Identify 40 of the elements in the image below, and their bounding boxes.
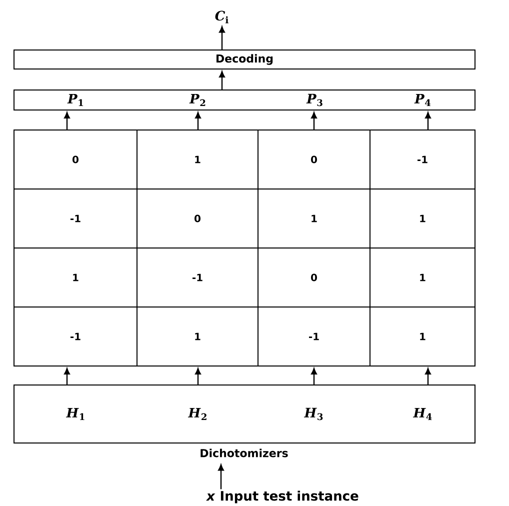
matrix-cell: 0 bbox=[14, 130, 138, 190]
matrix-cell: 1 bbox=[136, 130, 258, 190]
arrow bbox=[64, 368, 70, 384]
matrix-cell: -1 bbox=[258, 306, 370, 366]
output-box bbox=[14, 90, 476, 110]
arrow bbox=[195, 368, 201, 384]
input-label: x Input test instance bbox=[206, 490, 358, 504]
variable-label: H$_{3}$ bbox=[304, 408, 323, 420]
matrix-cell: -1 bbox=[136, 248, 258, 308]
box-caption: Dichotomizers bbox=[200, 448, 288, 458]
variable-label: P$_{2}$ bbox=[189, 94, 206, 106]
arrow bbox=[311, 112, 317, 130]
matrix-cell: 0 bbox=[258, 130, 370, 190]
arrow bbox=[219, 26, 225, 50]
arrow bbox=[64, 112, 70, 130]
variable-label: P$_{3}$ bbox=[306, 94, 322, 106]
matrix-cell: 0 bbox=[136, 188, 258, 248]
arrow bbox=[311, 368, 317, 384]
arrow bbox=[218, 464, 224, 490]
variable-label: H$_{1}$ bbox=[66, 408, 84, 420]
arrow bbox=[425, 112, 431, 130]
variable-label: P$_{1}$ bbox=[67, 94, 84, 106]
matrix-cell: 0 bbox=[258, 248, 370, 308]
matrix-cell: 1 bbox=[258, 188, 370, 248]
matrix-cell: 1 bbox=[14, 248, 138, 308]
variable-label: H$_{2}$ bbox=[188, 408, 206, 420]
arrow bbox=[195, 112, 201, 130]
matrix-cell: 1 bbox=[370, 306, 476, 366]
matrix-cell: 1 bbox=[370, 248, 476, 308]
matrix-cell: 1 bbox=[370, 188, 476, 248]
matrix-cell: -1 bbox=[14, 306, 138, 366]
variable-label: H$_{4}$ bbox=[412, 408, 432, 420]
matrix-cell: -1 bbox=[370, 130, 476, 190]
matrix-cell: -1 bbox=[14, 188, 138, 248]
arrow bbox=[425, 368, 431, 384]
decoding-box: Decoding bbox=[14, 50, 476, 70]
matrix-cell: 1 bbox=[136, 306, 258, 366]
arrow bbox=[219, 71, 225, 90]
variable-label: C$_{i}$ bbox=[215, 10, 228, 24]
variable-label: P$_{4}$ bbox=[414, 94, 431, 106]
